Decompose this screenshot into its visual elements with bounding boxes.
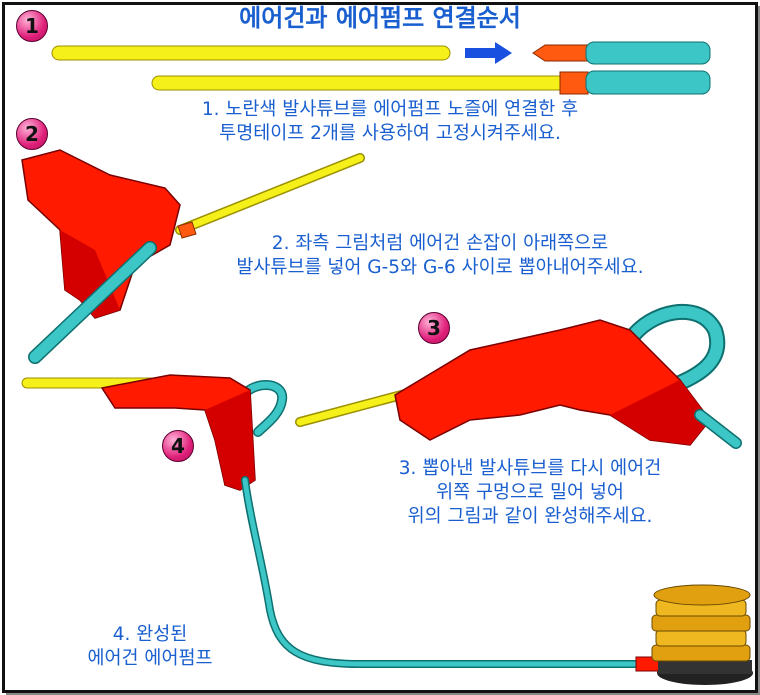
step-badge-4: 4 (162, 430, 194, 462)
step3-line1: 3. 뽑아낸 발사튜브를 다시 에어건 (398, 458, 662, 479)
step1-illustration (51, 41, 711, 95)
cyan-tube (585, 41, 711, 65)
yellow-tube-joined (151, 75, 573, 91)
step4-line1: 4. 완성된 (112, 624, 188, 645)
step3-line2: 위쪽 구멍으로 밀어 넣어 (436, 482, 624, 503)
gun-body (21, 149, 181, 319)
step3-illustration (295, 304, 742, 449)
step2-text: 2. 좌측 그림처럼 에어건 손잡이 아래쪽으로 발사튜브를 넣어 G-5와 G… (160, 232, 720, 280)
step2-line1: 2. 좌측 그림처럼 에어건 손잡이 아래쪽으로 (271, 233, 609, 254)
step-badge-1: 1 (16, 10, 48, 42)
blue-arrow-icon (465, 42, 512, 64)
step1-line1: 1. 노란색 발사튜브를 에어펌프 노즐에 연결한 후 (201, 99, 579, 120)
step3-text: 3. 뽑아낸 발사튜브를 다시 에어건 위쪽 구멍으로 밀어 넣어 위의 그림과… (330, 457, 730, 529)
step1-line2: 투명테이프 2개를 사용하여 고정시켜주세요. (219, 123, 561, 144)
air-pump (651, 584, 753, 685)
nozzle-tip (532, 44, 589, 62)
step4-text: 4. 완성된 에어건 에어펌프 (40, 623, 260, 671)
step1-text: 1. 노란색 발사튜브를 에어펌프 노즐에 연결한 후 투명테이프 2개를 사용… (80, 98, 700, 146)
step4-illustration (21, 374, 753, 685)
nozzle (177, 221, 197, 239)
step4-line2: 에어건 에어펌프 (87, 648, 213, 669)
nozzle-joined (559, 71, 589, 95)
step-badge-2: 2 (16, 118, 48, 150)
page-title: 에어건과 에어펌프 연결순서 (239, 4, 521, 32)
step3-line3: 위의 그림과 같이 완성해주세요. (407, 506, 653, 527)
step-badge-3: 3 (418, 312, 450, 344)
step2-line2: 발사튜브를 넣어 G-5와 G-6 사이로 뽑아내어주세요. (236, 257, 644, 278)
cyan-tube-joined (585, 70, 711, 95)
yellow-tube (51, 45, 451, 61)
step2-illustration (21, 149, 365, 364)
